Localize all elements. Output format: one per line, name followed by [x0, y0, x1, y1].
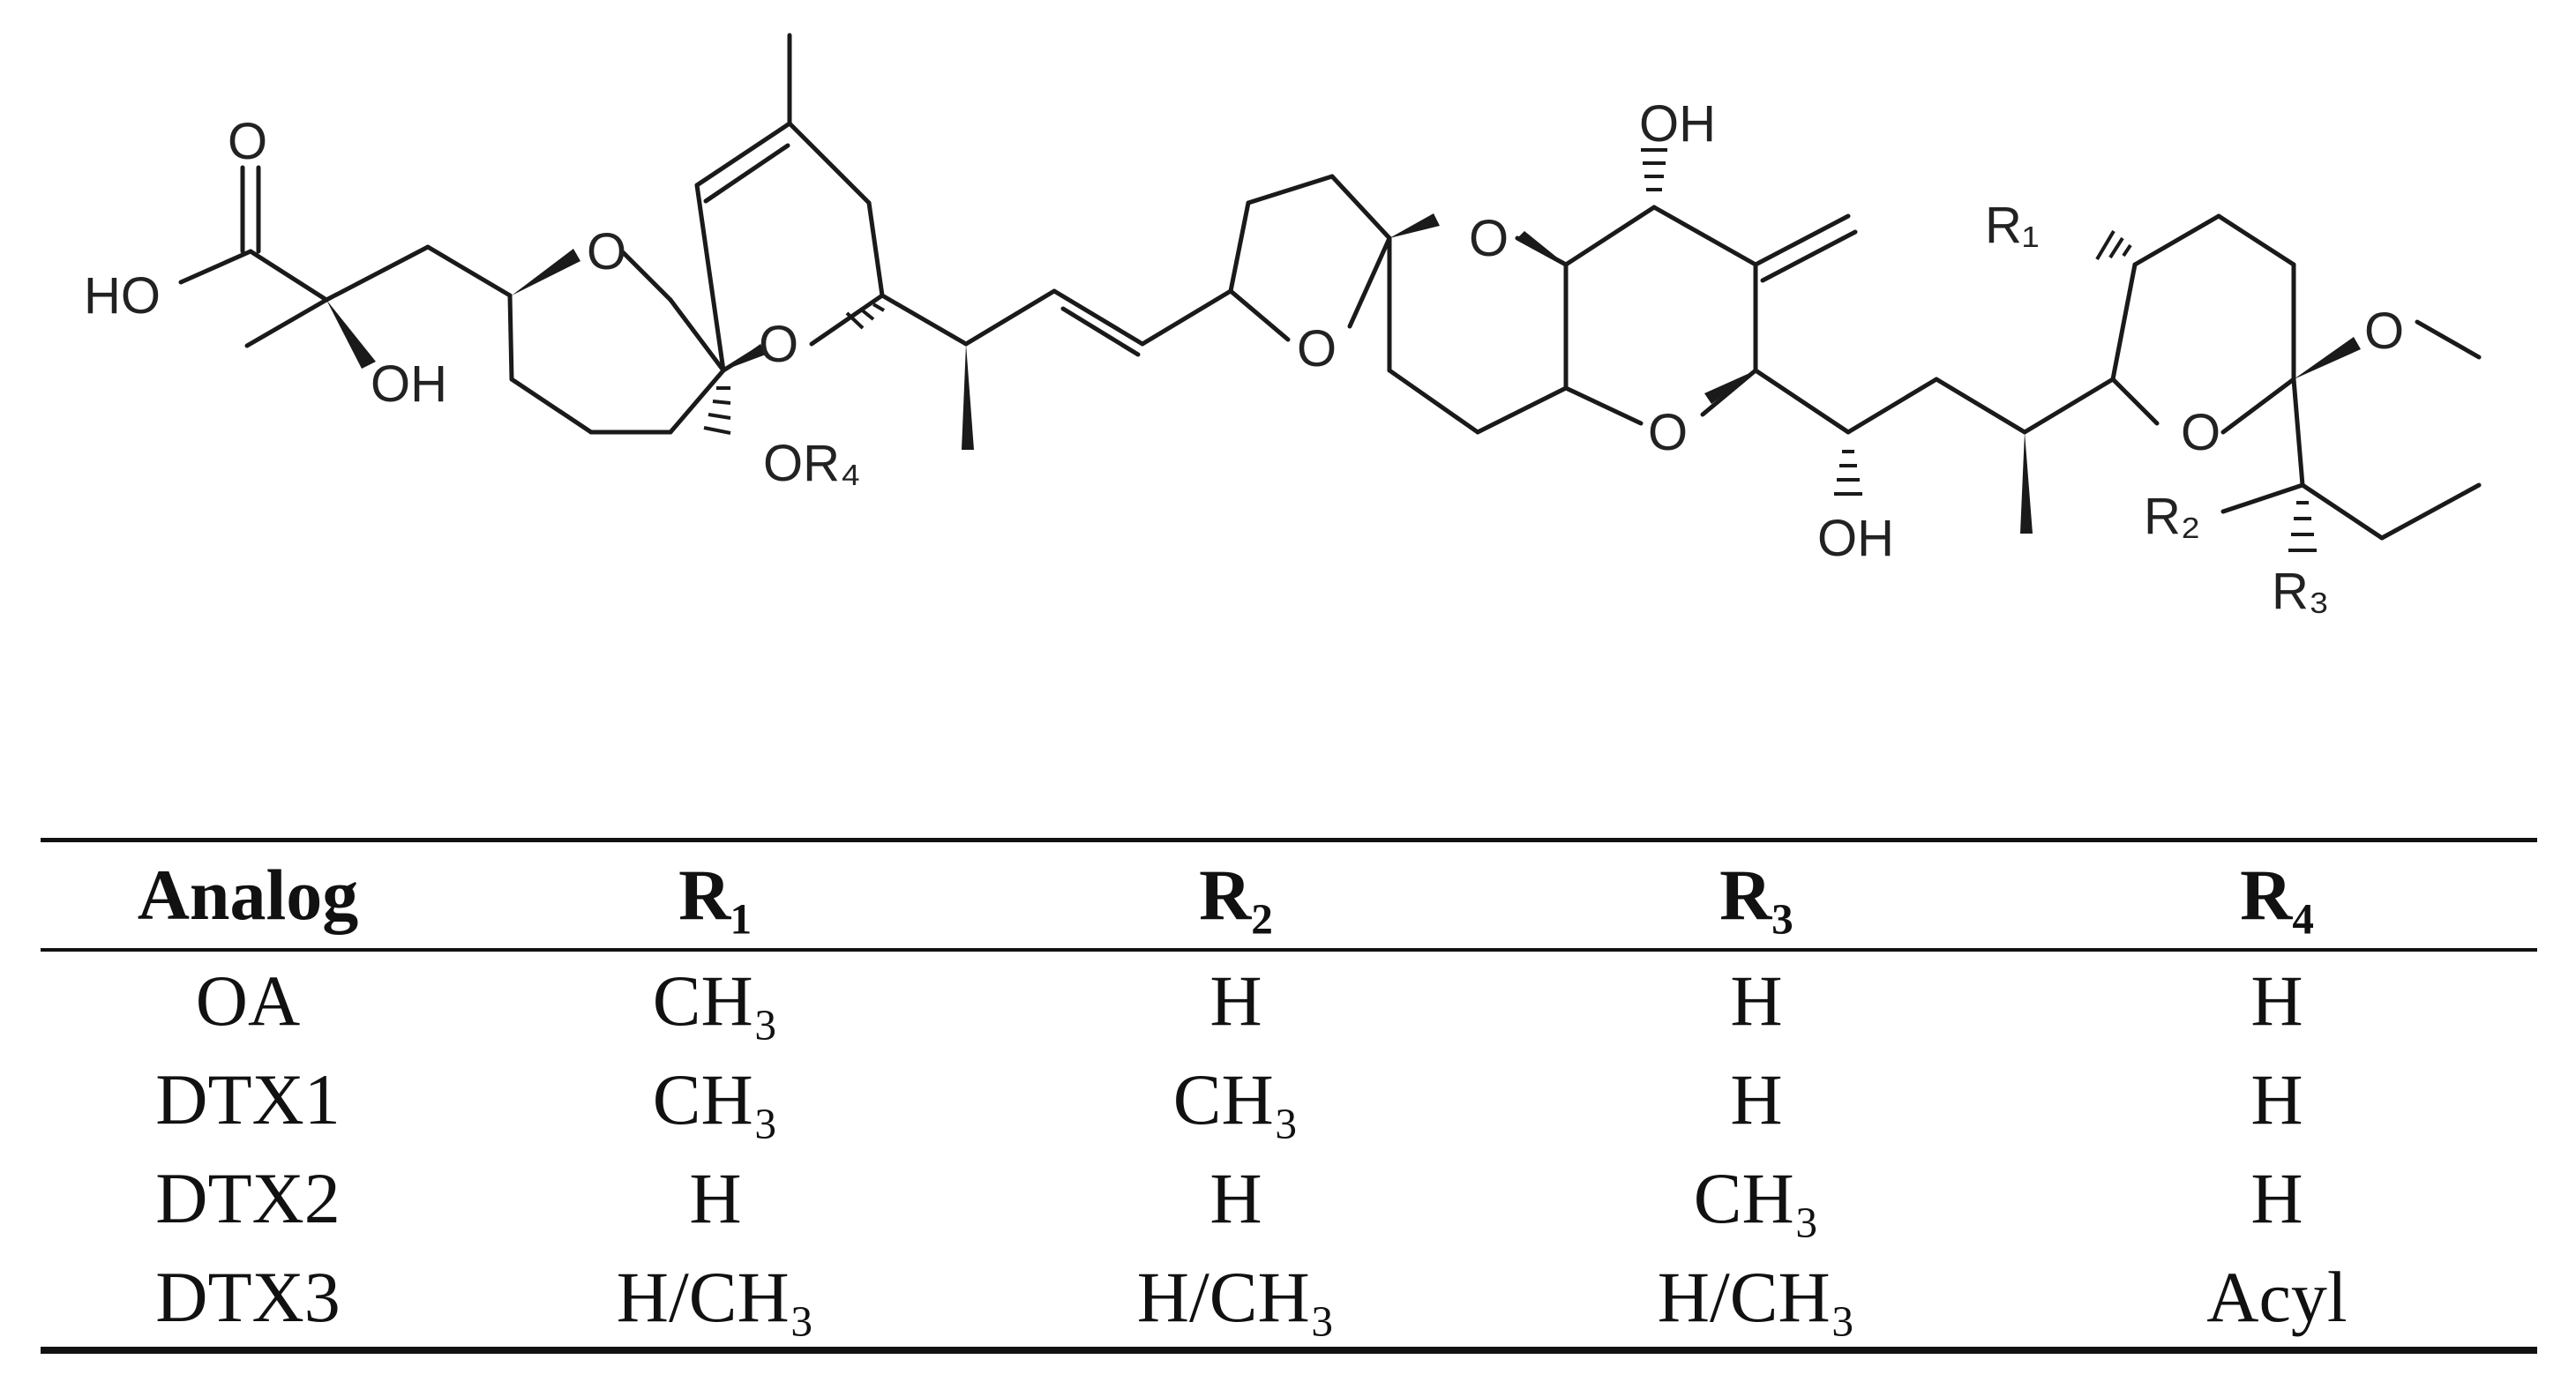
wedges-middle: [1389, 213, 2033, 534]
table-row: DTX1 CH₃ CH₃ H H: [41, 1050, 2537, 1149]
bonds-middle: [1228, 174, 2115, 435]
header-analog: Analog: [137, 855, 359, 935]
header-r2: R₂: [1199, 855, 1273, 935]
wedges-right: [2294, 337, 2361, 379]
atom-hydroxyl-2: OH: [1639, 95, 1716, 153]
cell-r1: CH₃: [652, 960, 779, 1041]
cell-analog: OA: [195, 960, 301, 1041]
cell-r3: CH₃: [1693, 1158, 1820, 1238]
analog-substituent-table: Analog R₁ R₂ R₃ R₄ OA CH₃ H H H DTX1 CH₃…: [41, 838, 2537, 1354]
atom-r1: R₁: [1985, 197, 2039, 254]
cell-r4: Acyl: [2206, 1257, 2348, 1337]
cell-analog: DTX1: [155, 1059, 341, 1139]
atom-ring-o-4: O: [1648, 404, 1688, 461]
table-header: Analog R₁ R₂ R₃ R₄: [41, 840, 2537, 950]
cell-r2: H: [1209, 1158, 1262, 1238]
atom-hydroxyl-1: OH: [371, 355, 447, 413]
atom-ring-o-5: O: [2181, 404, 2220, 461]
cell-r3: H/CH₃: [1657, 1257, 1856, 1337]
header-r4: R₄: [2240, 855, 2314, 935]
atom-acid-ho: HO: [84, 267, 161, 325]
cell-r4: H: [2250, 1059, 2303, 1139]
cell-r4: H: [2250, 960, 2303, 1041]
atom-thf-o: O: [1297, 320, 1337, 377]
table-row: DTX2 H H CH₃ H: [41, 1149, 2537, 1248]
cell-r2: H/CH₃: [1136, 1257, 1336, 1337]
cell-r1: H: [689, 1158, 742, 1238]
cell-r1: H/CH₃: [616, 1257, 815, 1337]
cell-r3: H: [1730, 960, 1783, 1041]
atom-ome-o: O: [2364, 303, 2404, 360]
atom-hydroxyl-3: OH: [1817, 510, 1894, 567]
atom-ring-o-3: O: [1469, 210, 1509, 267]
table-row: DTX3 H/CH₃ H/CH₃ H/CH₃ Acyl: [41, 1248, 2537, 1350]
header-r3: R₃: [1719, 855, 1793, 935]
atom-carbonyl-o: O: [228, 113, 267, 170]
table-row: OA CH₃ H H H: [41, 950, 2537, 1050]
atom-r3: R₃: [2272, 563, 2330, 620]
header-r1: R₁: [678, 855, 753, 935]
cell-analog: DTX2: [155, 1158, 341, 1238]
atom-ring-o-1: O: [587, 223, 626, 280]
cell-r1: CH₃: [652, 1059, 779, 1139]
atom-or4: OR₄: [763, 435, 861, 492]
bonds-left: [178, 33, 1233, 435]
atom-ring-o-2: O: [759, 316, 798, 373]
cell-r2: CH₃: [1172, 1059, 1299, 1139]
bonds-right: [2110, 213, 2482, 541]
hashes-right: [2095, 229, 2317, 552]
cell-r2: H: [1209, 960, 1262, 1041]
atom-labels: O HO OH O O OR₄ O O OH O OH R₁ O O R₂ R₃: [84, 95, 2404, 620]
atom-r2: R₂: [2144, 488, 2200, 545]
cell-r3: H: [1730, 1059, 1783, 1139]
header-row: Analog R₁ R₂ R₃ R₄: [41, 840, 2537, 950]
hashes-left: [703, 303, 886, 435]
cell-analog: DTX3: [155, 1257, 341, 1337]
cell-r4: H: [2250, 1158, 2303, 1238]
table-body: OA CH₃ H H H DTX1 CH₃ CH₃ H H DTX2 H H C…: [41, 950, 2537, 1350]
chemical-structure: O HO OH O O OR₄ O O OH O OH R₁ O O R₂ R₃: [84, 33, 2482, 620]
wedges-left: [326, 249, 974, 450]
okadaic-acid-skeleton: O HO OH O O OR₄ O O OH O OH R₁ O O R₂ R₃: [84, 33, 2482, 620]
hashes-middle: [1641, 148, 1862, 496]
